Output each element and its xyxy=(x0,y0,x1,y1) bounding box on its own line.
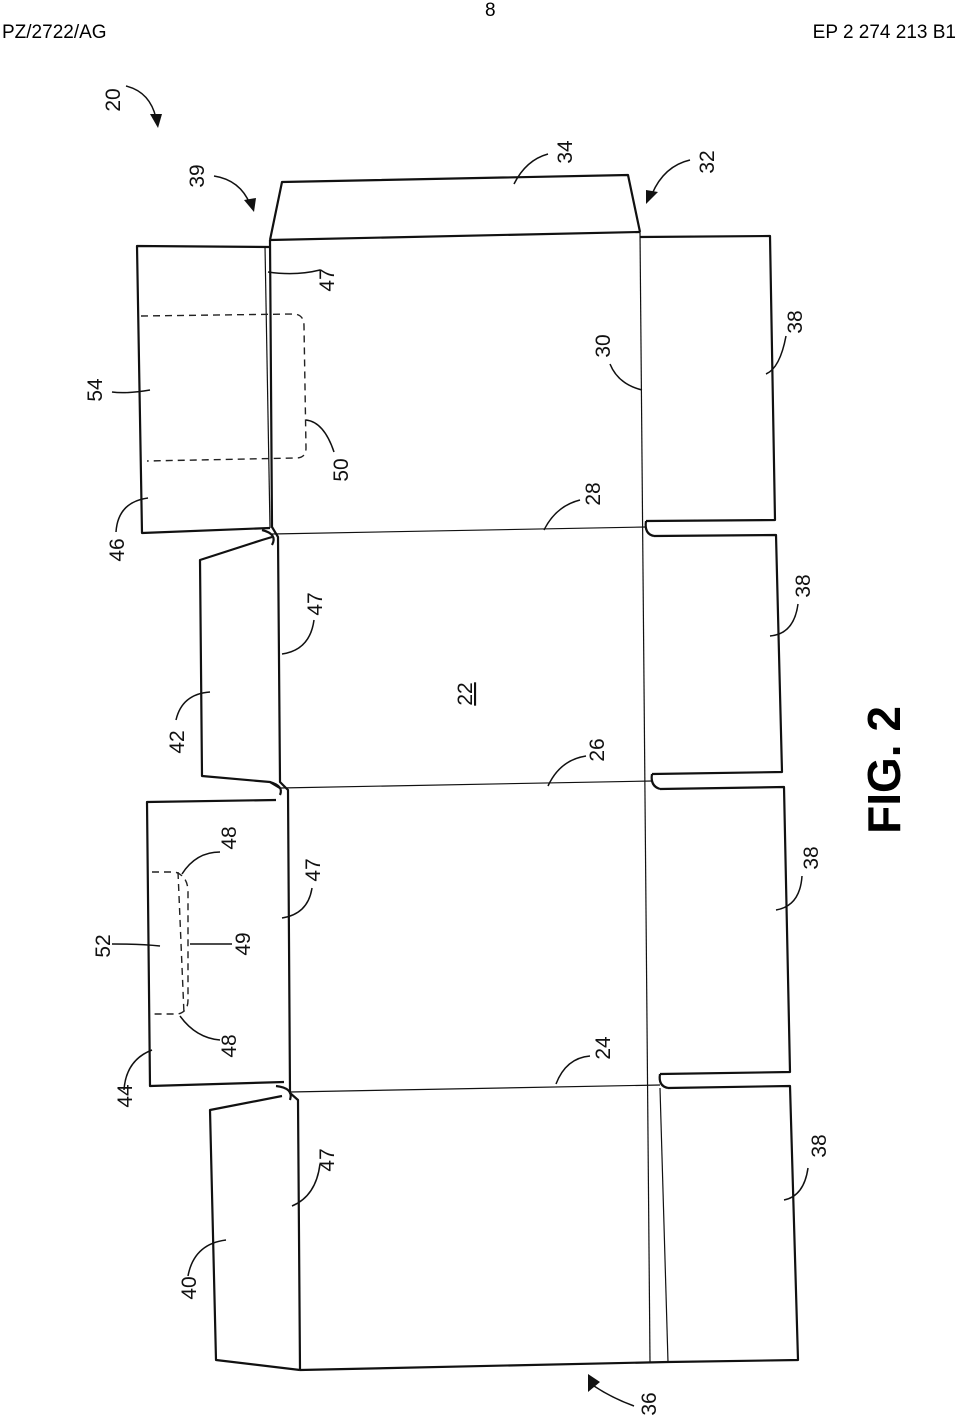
flap-40 xyxy=(208,1094,301,1372)
ref-49: 49 xyxy=(232,932,255,955)
leader-30 xyxy=(609,363,643,391)
ref-24: 24 xyxy=(592,1036,615,1060)
leader-38-c xyxy=(775,875,803,911)
leader-34 xyxy=(513,153,549,185)
bottom-flap-38-1 xyxy=(639,234,777,523)
ref-36: 36 xyxy=(638,1392,661,1415)
leader-52 xyxy=(111,943,161,947)
ref-32: 32 xyxy=(696,150,719,173)
leader-47-d xyxy=(291,1163,321,1207)
ref-46: 46 xyxy=(106,538,129,561)
fold-line-26 xyxy=(279,780,653,789)
ref-47-d: 47 xyxy=(316,1148,339,1171)
flap-46 xyxy=(135,244,271,535)
ref-52: 52 xyxy=(92,934,115,957)
ref-47-c: 47 xyxy=(302,858,325,881)
leader-38-d xyxy=(783,1167,809,1201)
ref-26: 26 xyxy=(586,738,609,761)
leader-47-b xyxy=(281,619,315,655)
ref-34: 34 xyxy=(554,140,577,164)
notch-42-bottom xyxy=(269,780,282,796)
figure-caption: FIG. 2 xyxy=(858,706,910,834)
leader-54 xyxy=(111,389,151,394)
leader-47-c xyxy=(281,887,313,919)
leader-38-b xyxy=(769,603,799,637)
fold-line-28 xyxy=(271,526,647,535)
ref-22: 22 xyxy=(454,682,477,705)
notch-40 xyxy=(275,1084,292,1101)
ref-28: 28 xyxy=(582,482,605,505)
header-patent-number: EP 2 274 213 B1 xyxy=(812,22,956,43)
arrow-32 xyxy=(646,190,658,204)
window-50 xyxy=(140,313,307,462)
panel-top xyxy=(269,230,641,242)
ref-30: 30 xyxy=(592,334,615,357)
fold-line-flap-38-4 xyxy=(659,1087,669,1363)
ref-44: 44 xyxy=(114,1084,137,1108)
ref-38-c: 38 xyxy=(800,846,823,869)
handle-line-48 xyxy=(177,871,185,1015)
leader-47-a xyxy=(267,269,321,275)
flap-44 xyxy=(145,798,285,1088)
fold-line-24 xyxy=(289,1084,661,1093)
notch-38-3 xyxy=(658,1073,669,1090)
ref-50: 50 xyxy=(330,458,353,481)
leader-40 xyxy=(187,1239,227,1277)
body-left-edge xyxy=(268,239,302,1371)
leader-38-a xyxy=(765,335,787,375)
leader-42 xyxy=(175,691,211,721)
bottom-flap-38-4 xyxy=(667,1084,800,1364)
header-page-number: 8 xyxy=(485,0,496,21)
ref-42: 42 xyxy=(166,730,189,753)
leader-24 xyxy=(555,1055,591,1085)
notch-38-2 xyxy=(650,773,661,791)
leader-46 xyxy=(115,497,149,533)
ref-48-a: 48 xyxy=(218,826,241,849)
leader-28 xyxy=(543,499,581,531)
handle-cutout-49 xyxy=(152,871,189,1015)
ref-38-b: 38 xyxy=(792,574,815,597)
leader-26 xyxy=(547,755,587,787)
ref-20: 20 xyxy=(102,88,125,111)
leader-44 xyxy=(123,1049,153,1091)
flap-42 xyxy=(198,535,281,789)
ref-38-d: 38 xyxy=(808,1134,831,1157)
leader-20 xyxy=(125,85,157,119)
leader-48-a xyxy=(181,851,221,875)
header-docket-number: PZ/2722/AG xyxy=(2,22,107,43)
ref-38-a: 38 xyxy=(784,310,807,333)
leader-32 xyxy=(651,159,691,195)
ref-48-b: 48 xyxy=(218,1034,241,1057)
ref-40: 40 xyxy=(178,1276,201,1299)
arrow-36 xyxy=(588,1374,600,1392)
ref-39: 39 xyxy=(186,164,209,187)
leader-39 xyxy=(213,175,251,205)
notch-42-top xyxy=(261,528,275,546)
ref-54: 54 xyxy=(84,378,107,402)
leader-36 xyxy=(593,1385,635,1407)
body-right-fold xyxy=(639,231,651,1363)
fold-line-47-a xyxy=(264,245,271,529)
leader-50 xyxy=(305,419,335,453)
body-bottom-edge xyxy=(299,1360,669,1372)
arrow-20 xyxy=(150,114,162,128)
arrow-39 xyxy=(244,198,256,212)
ref-47-b: 47 xyxy=(304,592,327,615)
notch-38-1 xyxy=(644,520,655,538)
bottom-flap-38-3 xyxy=(659,785,792,1076)
ref-47-a: 47 xyxy=(316,268,339,291)
bottom-flap-38-2 xyxy=(651,533,784,776)
glue-flap-34 xyxy=(268,173,642,241)
leader-48-b xyxy=(179,1015,221,1041)
